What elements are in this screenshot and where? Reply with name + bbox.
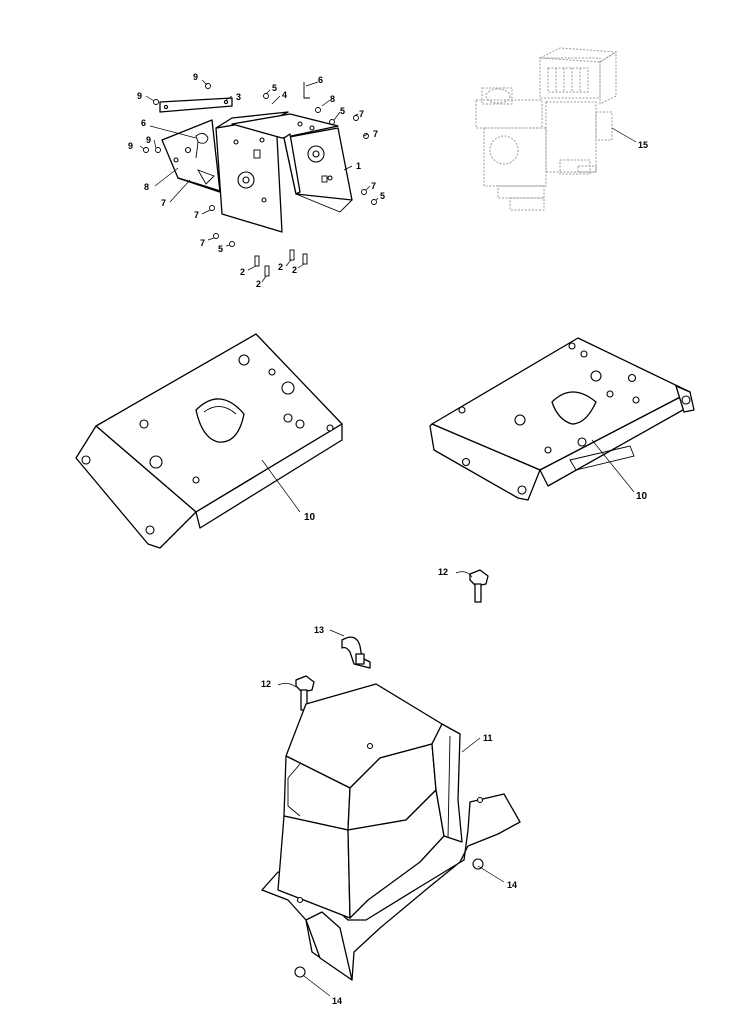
callout-2: 2	[278, 262, 283, 272]
callout-14: 14	[507, 880, 517, 890]
callout-13: 13	[314, 625, 324, 635]
callout-12: 12	[261, 679, 271, 689]
callout-5: 5	[272, 83, 277, 93]
callout-5: 5	[218, 244, 223, 254]
engine-phantom: 15	[475, 47, 648, 211]
callout-10: 10	[636, 491, 648, 502]
mount-plate-right: 10	[429, 337, 695, 502]
callout-9: 9	[128, 141, 133, 151]
callout-6: 6	[318, 75, 323, 85]
shroud-11: 11 14 14	[261, 683, 521, 1006]
bolt-12-upper: 12	[438, 567, 489, 603]
callout-15: 15	[638, 140, 648, 150]
callout-6: 6	[141, 118, 146, 128]
callout-2: 2	[292, 265, 297, 275]
callout-7: 7	[200, 238, 205, 248]
callout-9: 9	[193, 72, 198, 82]
callout-3: 3	[236, 92, 241, 102]
callout-1: 1	[356, 161, 361, 171]
bolt-12-lower: 12	[261, 675, 315, 711]
callout-8: 8	[144, 182, 149, 192]
callout-2: 2	[256, 279, 261, 289]
callout-5: 5	[340, 106, 345, 116]
callout-9: 9	[146, 135, 151, 145]
callout-7: 7	[161, 198, 166, 208]
callout-14: 14	[332, 996, 342, 1006]
callout-7: 7	[371, 181, 376, 191]
callout-9: 9	[137, 91, 142, 101]
mount-plate-left: 10	[75, 333, 343, 549]
callout-2: 2	[240, 267, 245, 277]
callout-11: 11	[483, 733, 493, 743]
callout-5: 5	[380, 191, 385, 201]
callout-10: 10	[304, 512, 316, 523]
callout-8: 8	[330, 94, 335, 104]
callout-12: 12	[438, 567, 448, 577]
callout-7: 7	[359, 109, 364, 119]
frame-assembly: 9 9 9 9 3 5 4 6 8 5 7 7 6 8 7 1 7 5 7 7 …	[128, 72, 385, 289]
callout-7: 7	[194, 210, 199, 220]
clip-13: 13	[314, 625, 371, 669]
callout-7: 7	[373, 129, 378, 139]
callout-4: 4	[282, 90, 287, 100]
